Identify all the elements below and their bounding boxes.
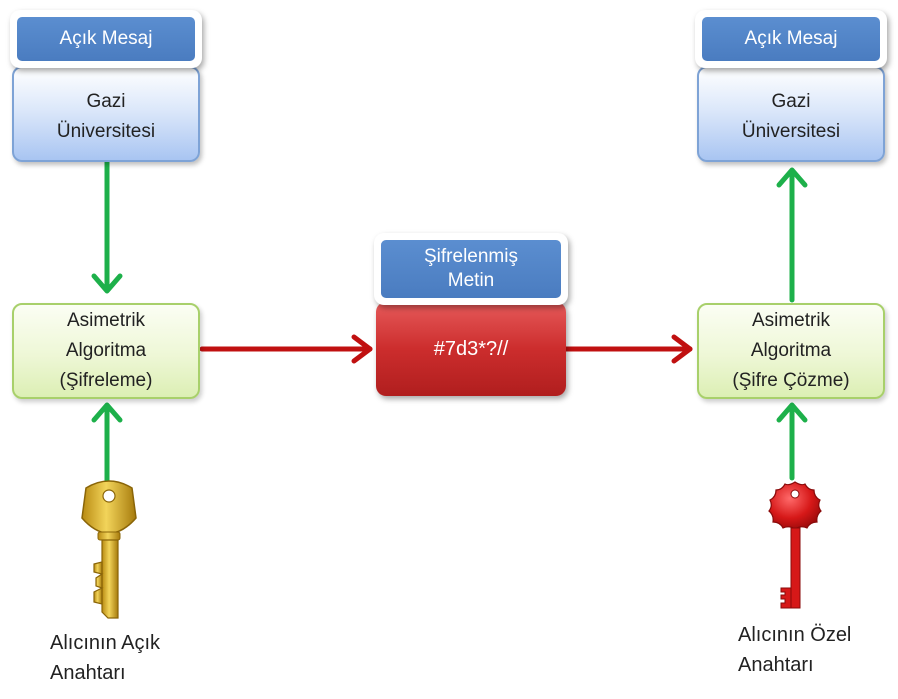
arrow-encrypt-to-cipher [199, 334, 373, 364]
right-message-label-text: Açık Mesaj [702, 17, 880, 61]
left-message-line1: Gazi [86, 91, 126, 112]
public-key-caption: Alıcının Açık Anahtarı [50, 628, 250, 688]
right-algo-line2: Algoritma [750, 340, 832, 361]
public-key-caption-line1: Alıcının Açık [50, 632, 161, 654]
private-key-icon [768, 481, 822, 609]
right-algo-line1: Asimetrik [751, 310, 831, 331]
arrow-decrypt-to-message [776, 167, 808, 303]
left-algo-line3: (Şifreleme) [59, 370, 153, 391]
public-key-icon [81, 480, 137, 619]
cipher-label-line1: Şifrelenmiş [424, 246, 518, 267]
left-encrypt-algorithm-box: Asimetrik Algoritma (Şifreleme) [12, 303, 200, 399]
right-plain-message-label: Açık Mesaj [695, 10, 887, 68]
left-algo-line2: Algoritma [65, 340, 147, 361]
cipher-label-line2: Metin [447, 270, 495, 291]
left-algo-line1: Asimetrik [66, 310, 146, 331]
right-algo-line3: (Şifre Çözme) [732, 370, 850, 391]
cipher-text-box: #7d3*?// [376, 302, 566, 396]
cipher-label: Şifrelenmiş Metin [374, 233, 568, 305]
left-plain-message-label: Açık Mesaj [10, 10, 202, 68]
right-decrypt-algorithm-box: Asimetrik Algoritma (Şifre Çözme) [697, 303, 885, 399]
private-key-caption-line1: Alıcının Özel [738, 624, 852, 646]
right-plain-message-box: Gazi Üniversitesi [697, 66, 885, 162]
left-plain-message-box: Gazi Üniversitesi [12, 66, 200, 162]
left-message-label-text: Açık Mesaj [17, 17, 195, 61]
cipher-label-text: Şifrelenmiş Metin [381, 240, 561, 298]
private-key-caption-line2: Anahtarı [738, 654, 814, 676]
cipher-text: #7d3*?// [433, 337, 509, 360]
public-key-caption-line2: Anahtarı [50, 662, 126, 684]
right-message-line1: Gazi [771, 91, 811, 112]
arrow-message-to-encrypt [91, 159, 123, 294]
private-key-caption: Alıcının Özel Anahtarı [738, 620, 888, 680]
arrow-public-key-to-encrypt [91, 402, 123, 491]
left-message-line2: Üniversitesi [56, 121, 156, 142]
arrow-private-key-to-decrypt [776, 402, 808, 481]
right-message-line2: Üniversitesi [741, 121, 841, 142]
